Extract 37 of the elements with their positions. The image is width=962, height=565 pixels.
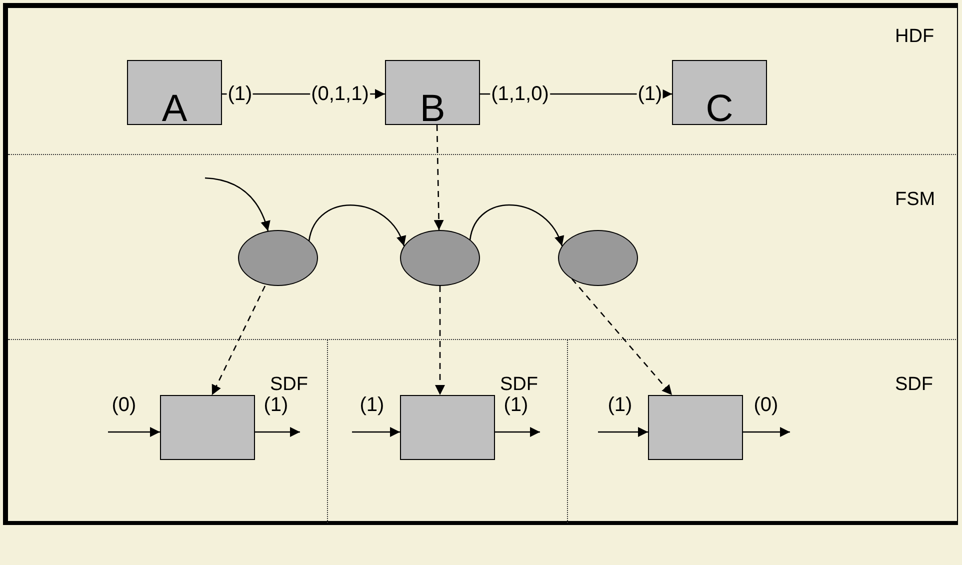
- curved-arrow: [308, 204, 405, 246]
- actor-box: [672, 60, 767, 125]
- curved-arrow: [204, 177, 270, 232]
- actor-box: [160, 395, 255, 460]
- arrow: [352, 427, 400, 437]
- rate-label: (1): [502, 395, 530, 415]
- rate-label: (1): [606, 395, 634, 415]
- dashed-arrow: [434, 124, 444, 230]
- rate-label: (0,1,1): [310, 84, 370, 104]
- actor-box: [385, 60, 480, 125]
- actor-label: C: [706, 90, 734, 128]
- layer-label: HDF: [895, 27, 934, 46]
- arrow: [598, 427, 648, 437]
- layer-label: SDF: [270, 375, 308, 394]
- layer-label: SDF: [895, 375, 933, 394]
- rate-label: (1): [358, 395, 386, 415]
- rate-label: (1): [636, 84, 664, 104]
- dashed-arrow: [211, 286, 266, 396]
- dashed-arrow: [435, 286, 445, 395]
- actor-box: [127, 60, 222, 125]
- curved-arrow: [469, 204, 563, 246]
- arrow: [108, 427, 160, 437]
- actor-label: B: [420, 90, 446, 128]
- rate-label: (0): [110, 395, 138, 415]
- layer-label: SDF: [500, 375, 538, 394]
- arrow: [255, 427, 300, 437]
- rate-label: (1): [226, 84, 254, 104]
- actor-box: [648, 395, 743, 460]
- arrow: [495, 427, 540, 437]
- rate-label: (0): [752, 395, 780, 415]
- rate-label: (1,1,0): [490, 84, 550, 104]
- actor-label: A: [162, 90, 188, 128]
- actor-box: [400, 395, 495, 460]
- arrow: [743, 427, 790, 437]
- dashed-arrow: [572, 278, 672, 396]
- rate-label: (1): [262, 395, 290, 415]
- layer-label: FSM: [895, 190, 936, 209]
